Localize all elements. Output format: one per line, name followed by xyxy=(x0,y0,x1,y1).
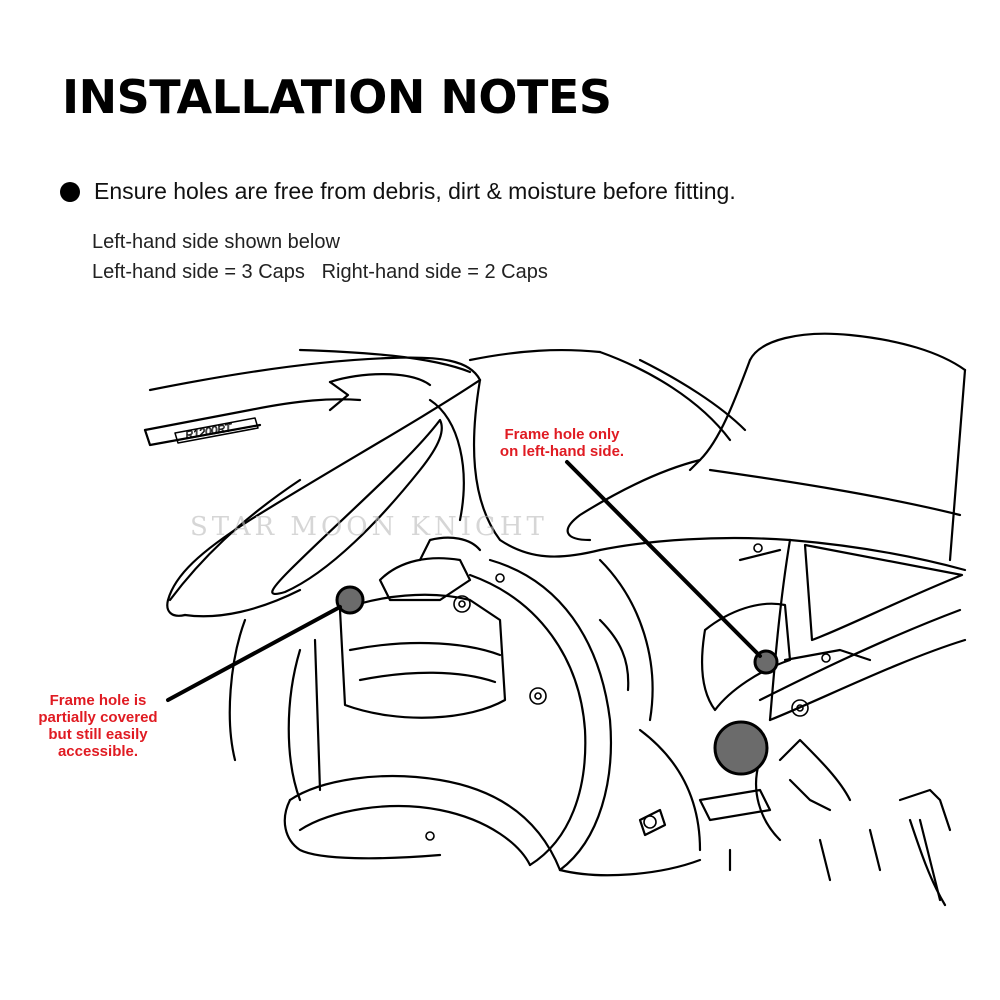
bullet-dot-icon xyxy=(60,181,80,202)
model-badge xyxy=(174,417,259,444)
note-bullet-text: Ensure holes are free from debris, dirt … xyxy=(94,178,736,204)
callout-left-line-3: but still easily xyxy=(48,726,148,743)
engine-cylinder-outline xyxy=(228,536,507,802)
motorcycle-line-drawing xyxy=(143,332,967,907)
callout-left-line-2: partially covered xyxy=(38,709,158,726)
callout-frame-hole-left-only: Frame hole only on left-hand side. xyxy=(482,426,642,460)
page-title: INSTALLATION NOTES xyxy=(62,70,612,124)
note-bullet-row: Ensure holes are free from debris, dirt … xyxy=(60,178,736,205)
fairing-outline xyxy=(143,348,602,618)
bolt-markers xyxy=(425,543,831,841)
frame-hole-cap-lower xyxy=(713,720,769,776)
callout-right-line-1: Frame hole only xyxy=(504,426,620,443)
crash-bar-outline xyxy=(283,558,702,877)
callout-left-line-4: accessible. xyxy=(57,743,139,760)
footpeg-stand-outline xyxy=(638,778,952,907)
seat-outline xyxy=(566,332,967,562)
callout-leader-lines xyxy=(166,460,762,702)
callout-left-line-1: Frame hole is xyxy=(49,692,147,709)
note-subline-1: Left-hand side shown below xyxy=(92,231,340,253)
note-subline-2: Left-hand side = 3 Caps Right-hand side … xyxy=(92,261,548,284)
frame-hole-caps xyxy=(335,585,779,776)
callout-frame-hole-partially-covered: Frame hole is partially covered but stil… xyxy=(18,692,178,760)
caps-right-count: Right-hand side = 2 Caps xyxy=(321,261,548,283)
caps-left-count: Left-hand side = 3 Caps xyxy=(92,261,305,283)
watermark-text: STAR MOON KNIGHT xyxy=(190,512,548,542)
frame-outline xyxy=(598,536,967,842)
frame-hole-cap-left xyxy=(335,585,365,615)
callout-right-line-2: on left-hand side. xyxy=(499,443,625,460)
